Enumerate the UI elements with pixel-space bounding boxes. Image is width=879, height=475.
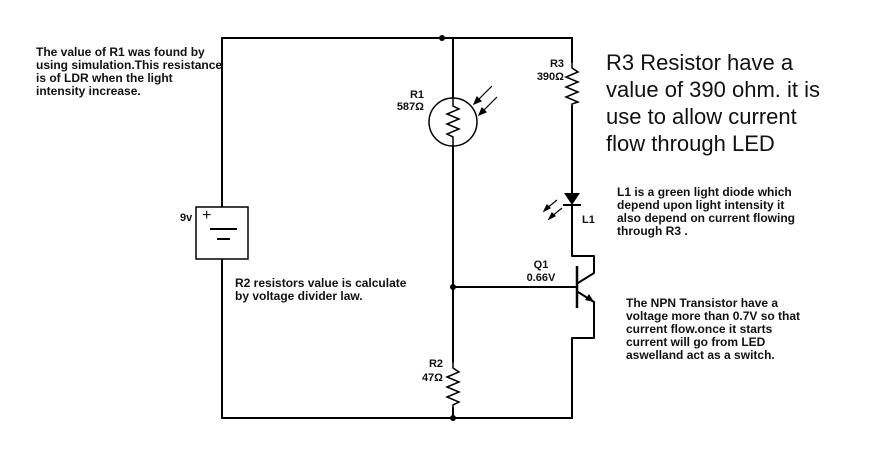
q1-note: The NPN Transistor have a voltage more t… [626,296,801,362]
q1-name: Q1 [533,259,549,271]
battery-plus-sign: + [202,207,212,224]
r1-ldr-symbol [428,97,478,147]
junctions [439,35,456,421]
r2-value: 47Ω [421,372,443,384]
r2-note: R2 resistors value is calculate by volta… [235,276,407,303]
wire-led-collector [571,204,595,284]
l1-note: L1 is a green light diode which depend u… [617,185,796,238]
r2-name: R2 [428,358,443,370]
r1-value: 587Ω [396,101,424,113]
r3-value: 390Ω [536,71,564,83]
r3-note: R3 Resistor have a value of 390 ohm. it … [606,50,821,156]
battery-label: 9v [180,212,193,224]
r1-note: The value of R1 was found by using simul… [36,45,223,98]
wire-emitter [571,291,595,419]
r3-resistor-symbol [564,62,581,106]
q1-emitter-arrow [585,294,594,302]
junction-dot [450,415,456,421]
r2-resistor-symbol [445,362,461,408]
l1-name: L1 [582,214,595,226]
r1-name: R1 [409,89,424,101]
r3-name: R3 [549,58,564,70]
junction-dot [439,35,445,41]
l1-light-arrows [542,199,563,221]
l1-led-symbol [563,193,581,206]
q1-value: 0.66V [526,272,556,284]
r1-light-arrows [472,85,498,117]
battery-symbol [195,206,249,260]
junction-dot [450,284,456,290]
